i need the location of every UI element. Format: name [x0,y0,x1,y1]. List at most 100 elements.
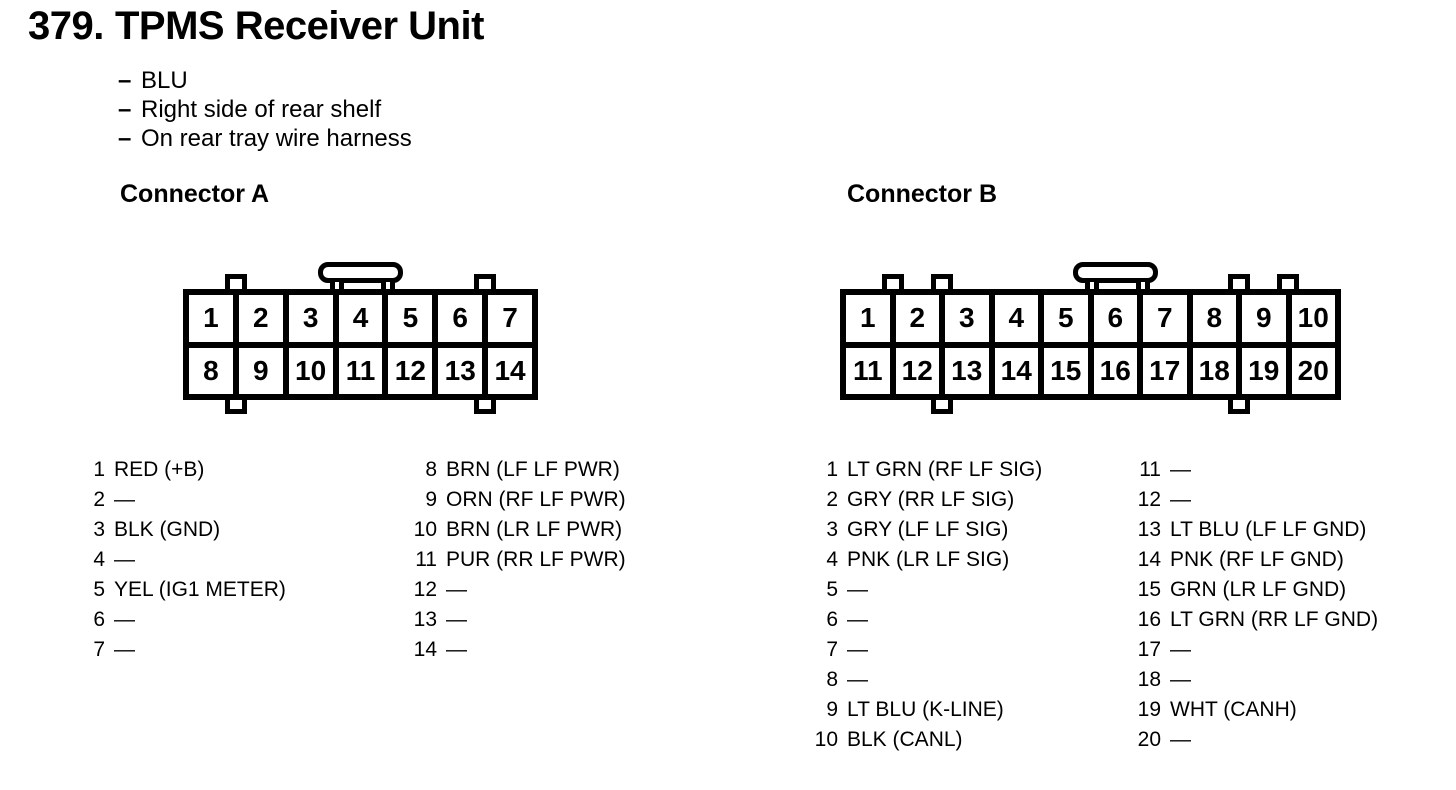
pin-row: 2— [73,485,286,515]
pin-number: 6 [826,608,838,631]
pin-number: 10 [814,728,838,751]
pin-cell: 12 [388,347,433,394]
pin-cell: 13 [945,347,989,394]
pin-number: 4 [826,548,838,571]
pin-description: — [114,608,135,631]
pin-description: — [847,668,868,691]
pin-description: BLK (CANL) [847,728,963,751]
pin-row: 5— [806,575,1042,605]
note-text: On rear tray wire harness [141,125,412,152]
pin-description: ORN (RF LF PWR) [446,488,626,511]
pin-row: 9 ORN (RF LF PWR) [405,485,626,515]
pin-cell: 17 [1143,347,1187,394]
pin-description: — [1170,668,1191,691]
pin-cell: 9 [238,347,283,394]
pin-row: 18 — [1129,665,1378,695]
pin-number: 3 [826,518,838,541]
pin-cell: 6 [438,295,483,342]
pin-description: GRY (LF LF SIG) [847,518,1009,541]
pin-row: 12— [1129,485,1378,515]
pin-row: 6— [73,605,286,635]
pin-cell: 10 [288,347,333,394]
lock-clip-icon [1073,262,1158,283]
pin-row: 1 RED (+B) [73,455,286,485]
pin-row: 4— [73,545,286,575]
pin-description: — [446,578,467,601]
connector-b-heading: Connector B [847,180,997,208]
pin-number: 16 [1137,608,1161,631]
pin-number: 7 [826,638,838,661]
pin-description: BRN (LR LF PWR) [446,518,623,541]
pin-description: — [114,548,135,571]
pin-number: 13 [1137,518,1161,541]
pin-description: PUR (RR LF PWR) [446,548,626,571]
pin-description: LT GRN (RF LF SIG) [847,458,1043,481]
pin-description: — [847,578,868,601]
pin-description: LT BLU (K-LINE) [847,698,1004,721]
pin-cell: 5 [388,295,433,342]
pin-description: — [114,638,135,661]
pin-number: 13 [413,608,437,631]
pin-cell: 19 [1242,347,1286,394]
section-number: 379. [28,4,104,48]
pin-number: 1 [826,458,838,481]
pin-row: 8— [806,665,1042,695]
pin-cell: 6 [1093,295,1137,342]
pin-description: YEL (IG1 METER) [114,578,286,601]
pin-number: 18 [1137,668,1161,691]
lock-clip-icon [318,262,403,283]
pin-row: 7— [806,635,1042,665]
pin-number: 12 [413,578,437,601]
pin-row: 10 BLK (CANL) [806,725,1042,755]
pin-description: — [446,638,467,661]
pin-description: PNK (RF LF GND) [1170,548,1344,571]
pin-cell: 15 [1044,347,1088,394]
pin-number: 14 [1137,548,1161,571]
pin-cell: 4 [338,295,383,342]
pin-description: — [114,488,135,511]
pin-description: — [1170,458,1191,481]
pin-number: 8 [425,458,437,481]
pin-row: 7— [73,635,286,665]
pin-number: 19 [1137,698,1161,721]
pin-number: 12 [1137,488,1161,511]
pin-number: 8 [826,668,838,691]
pin-number: 2 [826,488,838,511]
pin-cell: 12 [895,347,939,394]
pin-number: 9 [826,698,838,721]
pin-description: BLK (GND) [114,518,221,541]
pin-cell: 3 [288,295,333,342]
page-title: TPMS Receiver Unit [115,4,484,48]
pin-row: 11 — [1129,455,1378,485]
pin-number: 14 [413,638,437,661]
pin-description: RED (+B) [114,458,205,481]
pin-cell: 16 [1093,347,1137,394]
pin-row: 17— [1129,635,1378,665]
pin-cell: 8 [1192,295,1236,342]
pin-description: LT GRN (RR LF GND) [1170,608,1379,631]
pin-row: 12 — [405,575,626,605]
pin-number: 1 [93,458,105,481]
pin-description: — [847,608,868,631]
pin-number: 6 [93,608,105,631]
pin-cell: 2 [895,295,939,342]
pin-number: 9 [425,488,437,511]
pin-cell: 4 [994,295,1038,342]
pin-cell: 20 [1291,347,1335,394]
pin-number: 11 [1139,458,1161,481]
location-notes: –BLU–Right side of rear shelf–On rear tr… [118,66,412,153]
pin-number: 11 [415,548,437,571]
pin-cell: 13 [438,347,483,394]
